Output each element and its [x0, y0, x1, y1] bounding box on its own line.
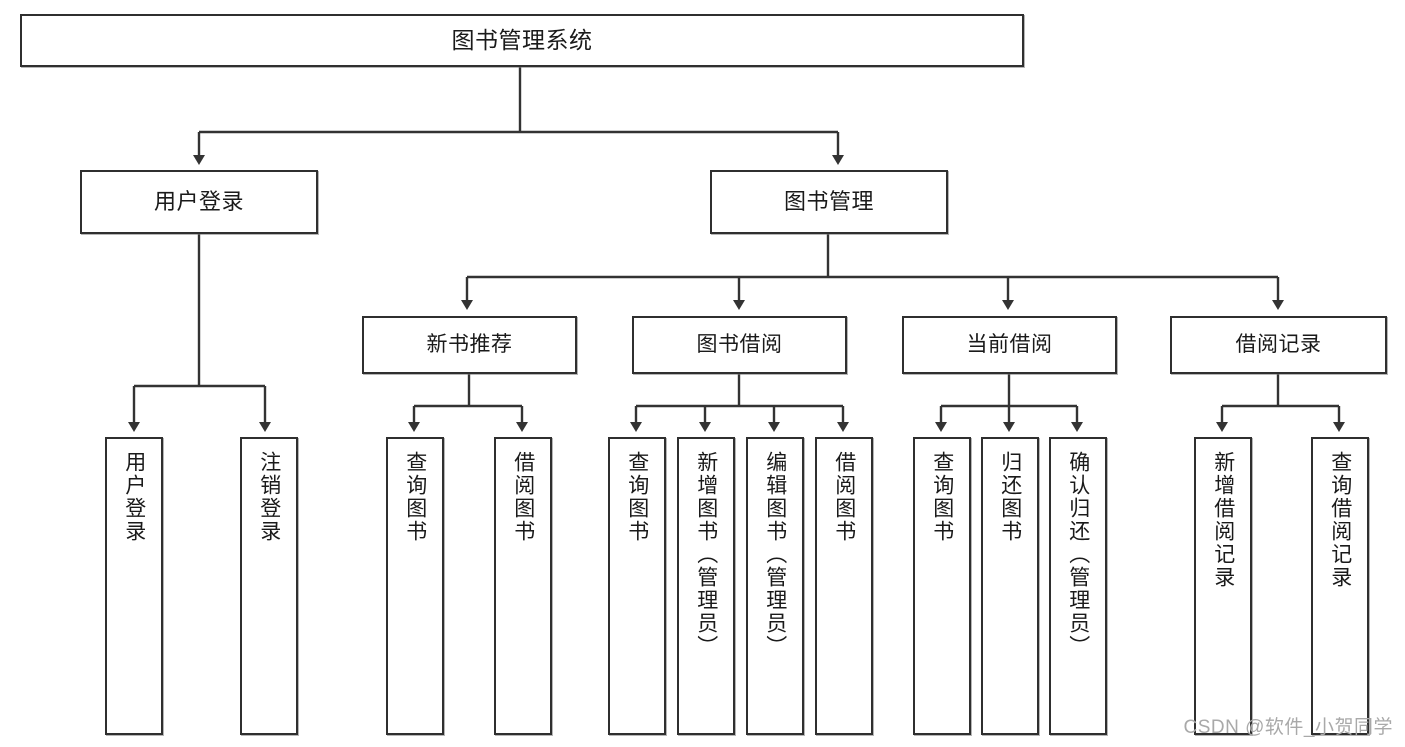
node-label: 用户登录: [153, 189, 244, 215]
node-label: 查询借阅记录: [1328, 451, 1352, 589]
leaf-confirm-return-admin[interactable]: 确认归还（管理员）: [1049, 437, 1107, 735]
leaf-borrow-book-recommend[interactable]: 借阅图书: [494, 437, 552, 735]
node-label: 新增图书（管理员）: [694, 451, 718, 658]
leaf-query-book-current[interactable]: 查询图书: [913, 437, 971, 735]
node-label: 归还图书: [998, 451, 1022, 543]
node-book-management[interactable]: 图书管理: [710, 170, 948, 234]
leaf-query-borrow-record[interactable]: 查询借阅记录: [1311, 437, 1369, 735]
leaf-user-login[interactable]: 用户登录: [105, 437, 163, 735]
node-label: 确认归还（管理员）: [1066, 451, 1090, 658]
leaf-query-book-recommend[interactable]: 查询图书: [386, 437, 444, 735]
leaf-borrow-book[interactable]: 借阅图书: [815, 437, 873, 735]
node-label: 借阅图书: [511, 451, 535, 543]
leaf-return-book[interactable]: 归还图书: [981, 437, 1039, 735]
node-label: 新增借阅记录: [1211, 451, 1235, 589]
leaf-query-book-borrow[interactable]: 查询图书: [608, 437, 666, 735]
leaf-edit-book-admin[interactable]: 编辑图书（管理员）: [746, 437, 804, 735]
node-label: 用户登录: [122, 451, 146, 543]
leaf-add-book-admin[interactable]: 新增图书（管理员）: [677, 437, 735, 735]
node-label: 借阅图书: [832, 451, 856, 543]
node-book-borrow[interactable]: 图书借阅: [632, 316, 847, 374]
node-book-management-system[interactable]: 图书管理系统: [20, 14, 1024, 67]
node-borrow-record[interactable]: 借阅记录: [1170, 316, 1387, 374]
node-label: 图书管理系统: [451, 26, 593, 53]
node-label: 新书推荐: [426, 332, 513, 356]
node-user-login[interactable]: 用户登录: [80, 170, 318, 234]
node-label: 查询图书: [625, 451, 649, 543]
node-current-borrow[interactable]: 当前借阅: [902, 316, 1117, 374]
node-label: 当前借阅: [966, 332, 1053, 356]
watermark: CSDN @软件_小贺同学: [1183, 717, 1393, 738]
leaf-logout[interactable]: 注销登录: [240, 437, 298, 735]
node-label: 图书借阅: [696, 332, 783, 356]
node-label: 查询图书: [930, 451, 954, 543]
node-label: 查询图书: [403, 451, 427, 543]
leaf-add-borrow-record[interactable]: 新增借阅记录: [1194, 437, 1252, 735]
node-label: 借阅记录: [1235, 332, 1322, 356]
node-new-book-recommend[interactable]: 新书推荐: [362, 316, 577, 374]
node-label: 注销登录: [257, 451, 281, 543]
node-label: 图书管理: [783, 189, 874, 215]
node-label: 编辑图书（管理员）: [763, 451, 787, 658]
